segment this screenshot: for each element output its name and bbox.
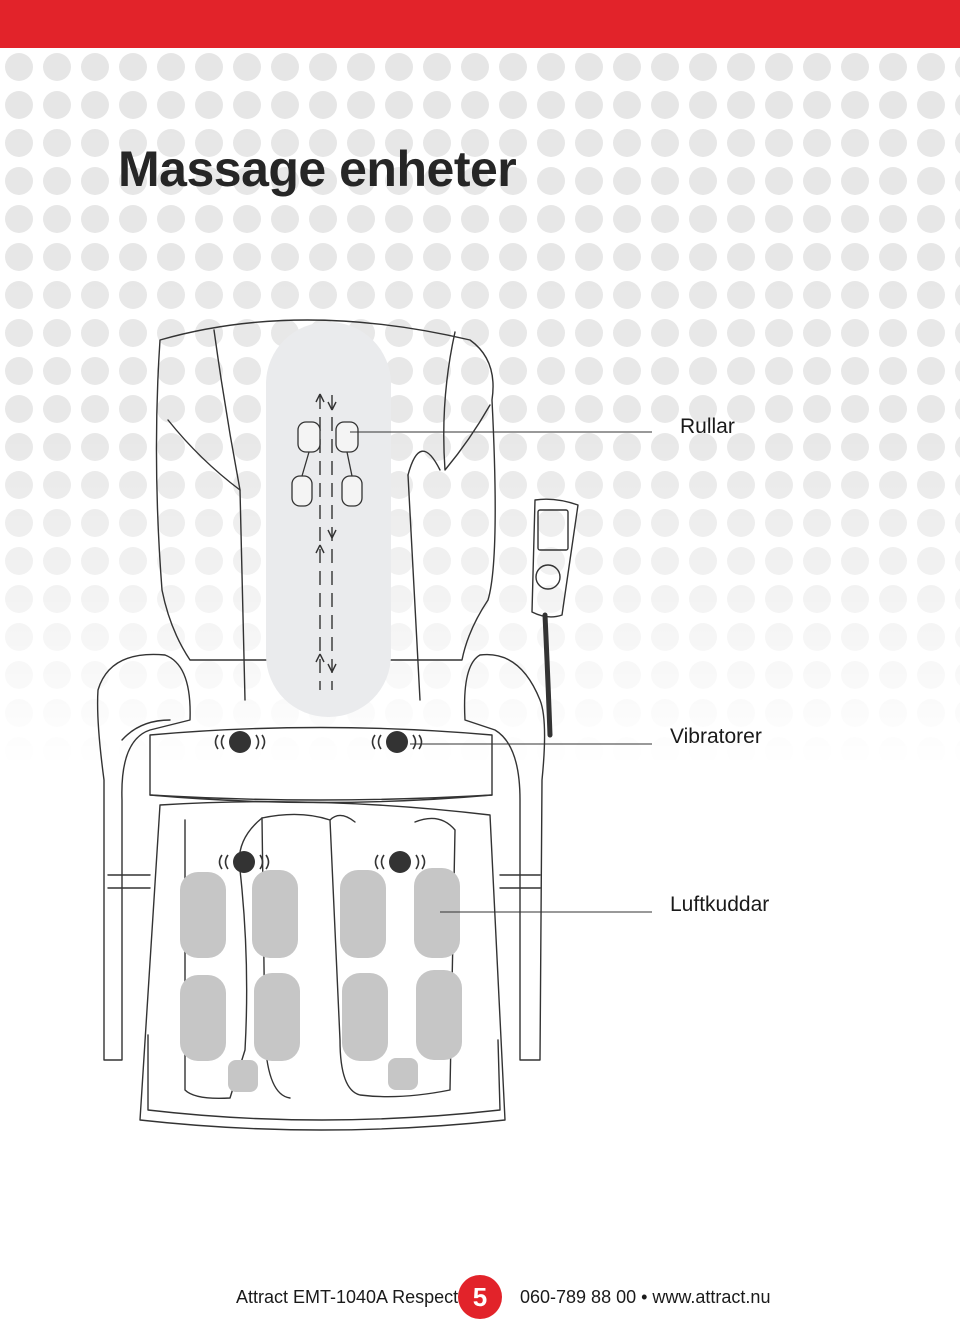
leg-rest-outline xyxy=(139,800,506,1131)
airbags-label: Luftkuddar xyxy=(670,893,770,916)
vibrators xyxy=(214,731,426,873)
page-title: Massage enheter xyxy=(118,141,517,197)
right-armrest xyxy=(463,653,546,1061)
vibrators-label: Vibratorer xyxy=(670,725,762,748)
remote-control xyxy=(531,498,579,618)
left-armrest xyxy=(96,653,191,1061)
roller-heads xyxy=(291,421,363,507)
air-bags xyxy=(180,868,462,1092)
page-number-badge: 5 xyxy=(458,1275,502,1319)
footer-contact: 060-789 88 00 • www.attract.nu xyxy=(520,1287,771,1307)
seat-outline xyxy=(149,726,493,801)
rollers-label: Rullar xyxy=(680,415,735,438)
dot-pattern-background xyxy=(0,48,960,768)
backrest-outline xyxy=(155,319,496,661)
roller-track-zone xyxy=(266,322,391,717)
top-brand-bar xyxy=(0,0,960,48)
footer-product-name: Attract EMT-1040A Respect xyxy=(236,1287,459,1307)
